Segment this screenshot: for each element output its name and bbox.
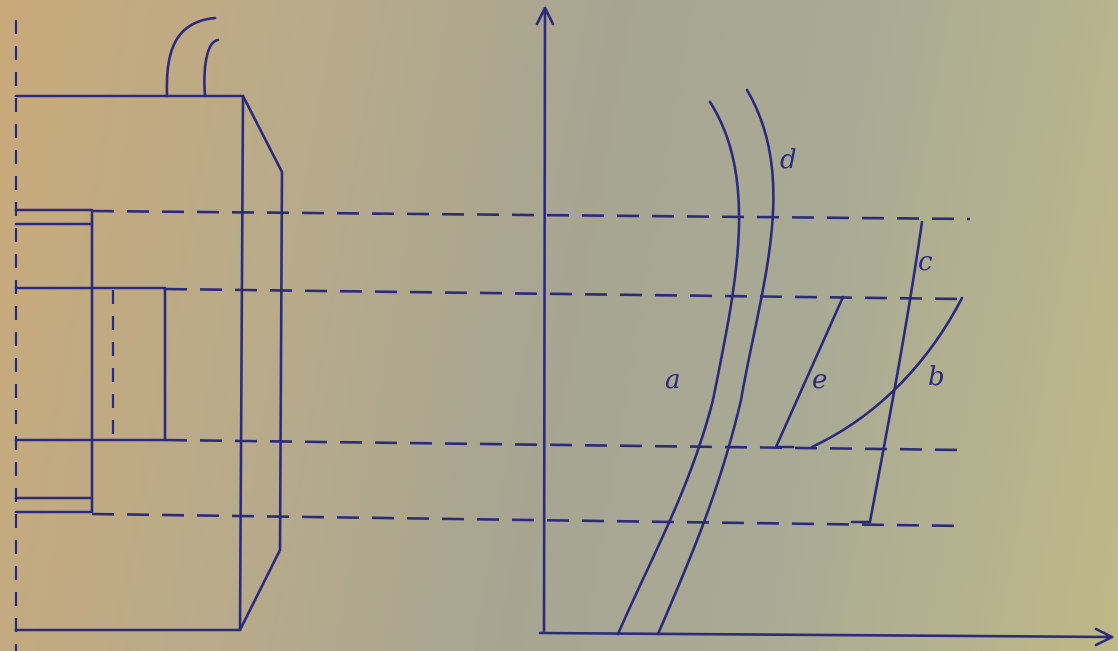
- projection-line-3: [164, 438, 963, 452]
- curve-c: [850, 220, 924, 524]
- horizontal-axis: [538, 627, 1114, 647]
- wire-1: [165, 16, 217, 98]
- vertical-axis: [535, 6, 555, 634]
- label-a: a: [665, 365, 681, 395]
- curve-d: [656, 88, 775, 636]
- label-b: b: [928, 362, 945, 392]
- projection-line-2: [164, 287, 963, 301]
- curve-b: [810, 296, 964, 449]
- wire-2: [203, 38, 220, 98]
- curve-a: [616, 100, 741, 636]
- projection-line-4: [91, 512, 966, 528]
- curve-e: [774, 295, 845, 449]
- inner-component: [14, 208, 167, 514]
- label-c: c: [918, 247, 933, 277]
- label-e: e: [812, 365, 827, 395]
- label-d: d: [780, 145, 797, 175]
- housing-block: [14, 94, 284, 632]
- projection-line-1: [91, 209, 971, 221]
